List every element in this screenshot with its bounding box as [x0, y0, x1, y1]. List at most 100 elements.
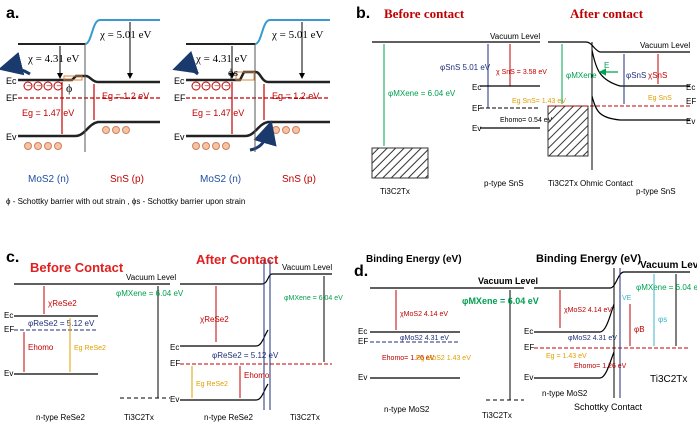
- panel-a: a. χ = 4.31 eV χ = 5.01 eV −−−− ϕ: [0, 5, 330, 206]
- svg-text:−: −: [46, 82, 52, 90]
- ef-label: EF: [524, 343, 534, 352]
- phi-mxene-label: φMXene = 6.04 eV: [284, 295, 343, 302]
- ev-band: [18, 120, 160, 138]
- eg-short: Eg = 1.43 eV: [546, 353, 587, 360]
- electron-flow-arrow: [0, 51, 31, 76]
- ntype-label-before: n-type ReSe2: [36, 413, 85, 422]
- ec-label: Ec: [472, 83, 481, 92]
- phi-s-label: ϕs: [228, 67, 238, 79]
- ev-label: Ev: [524, 373, 533, 382]
- ehomo-label: Ehomo= 1.26 eV: [382, 355, 435, 362]
- svg-text:−: −: [224, 82, 230, 90]
- phi-sns-short: φSnS: [626, 71, 646, 80]
- binding-label-right: Binding Energy (eV): [536, 253, 641, 265]
- electrons: [23, 81, 63, 91]
- ehomo-short: Ehomo= 1.26 eV: [574, 363, 627, 370]
- mxene-label-before: Ti3C2Tx: [482, 411, 512, 420]
- phi-mxene-short: φMXene: [566, 71, 597, 80]
- ec-label: Ec: [174, 76, 185, 86]
- ev-label: Ev: [472, 124, 481, 133]
- ptype-label-after: p-type SnS: [636, 187, 676, 196]
- chi-sns-short: χSnS: [648, 71, 667, 80]
- phi-mxene-label: φMXene = 6.04 eV: [388, 89, 456, 98]
- ev-band: [180, 383, 269, 401]
- svg-text:−: −: [204, 82, 210, 90]
- ec-label: Ec: [170, 343, 179, 352]
- chi-left-label: χ = 4.31 eV: [27, 53, 79, 65]
- chi-rese2-label: χReSe2: [48, 299, 77, 308]
- panel-d: d. Binding Energy (eV) Binding Energy (e…: [354, 253, 697, 420]
- ev-band: [186, 120, 330, 138]
- mxene-block-after: [547, 105, 589, 157]
- ec-label: Ec: [686, 83, 695, 92]
- phi-s-label: φs: [658, 315, 667, 324]
- panel-a-caption: ϕ - Schottky barrier with out strain , ϕ…: [6, 197, 245, 206]
- phi-mos2-label: φMoS2 4.31 eV: [400, 335, 449, 342]
- mxene-label-after: Ti3C2Tx: [290, 413, 320, 422]
- vacuum-label-before: Vacuum Level: [478, 276, 538, 286]
- mxene-block-before: [371, 147, 429, 179]
- ve-label: VE: [622, 295, 632, 302]
- ev-label: Ev: [358, 373, 367, 382]
- mxene-label-after: Ti3C2Tx: [650, 374, 687, 385]
- ntype-label-after: n-type ReSe2: [204, 413, 253, 422]
- ptype-label-before: p-type SnS: [484, 179, 524, 188]
- ehomo-label: Ehomo= 0.54 eV: [500, 117, 553, 124]
- electron-flow-arrow: [172, 50, 199, 76]
- binding-label-left: Binding Energy (eV): [366, 254, 462, 265]
- ef-label: EF: [174, 93, 186, 103]
- eg-sns-label: Eg = 1.2 eV: [102, 91, 149, 101]
- vacuum-label-before: Vacuum Level: [126, 273, 176, 282]
- eg-mos2-label: Eg MoS2 1.43 eV: [416, 355, 471, 362]
- svg-text:−: −: [194, 82, 200, 90]
- sns-label: SnS (p): [282, 174, 316, 185]
- panel-a-tag: a.: [6, 5, 19, 22]
- ntype-label-after: n-type MoS2: [542, 389, 588, 398]
- mxene-label-before: Ti3C2Tx: [124, 413, 154, 422]
- panel-a-right-diagram: χ = 4.31 eV χ = 5.01 eV −−−− ϕs Eg = 1.2…: [172, 19, 330, 185]
- panel-c-title-after: After Contact: [196, 252, 279, 267]
- chi-right-label: χ = 5.01 eV: [99, 29, 151, 41]
- panel-b-title-before: Before contact: [384, 6, 465, 21]
- vacuum-line-right: [84, 19, 160, 45]
- vacuum-label-after: Vacuum Level: [282, 263, 332, 272]
- panel-a-left-diagram: χ = 4.31 eV χ = 5.01 eV −−−− ϕ Eg = 1.2 …: [0, 19, 160, 185]
- holes: [24, 126, 130, 150]
- eg-mos2-label: Eg = 1.47 eV: [192, 108, 244, 118]
- ev-band-after: [591, 95, 690, 121]
- panel-b: b. Before contact After contact Vacuum L…: [356, 5, 696, 196]
- field-label: E: [604, 61, 609, 70]
- ec-label: Ec: [524, 327, 533, 336]
- ef-label: EF: [4, 325, 14, 334]
- eg-sns-label: Eg = 1.2 eV: [272, 91, 319, 101]
- svg-text:−: −: [26, 82, 32, 90]
- chi-mos2-label: χMoS2 4.14 eV: [564, 307, 612, 314]
- hole-flow-arrow: [249, 120, 277, 152]
- svg-text:−: −: [56, 82, 62, 90]
- ehomo-label: Ehomo: [28, 343, 54, 352]
- phi-label: ϕ: [66, 81, 72, 95]
- ev-label: Ev: [170, 395, 179, 404]
- ec-band: [180, 329, 269, 347]
- panel-c-title-before: Before Contact: [30, 260, 124, 275]
- ec-label: Ec: [6, 76, 17, 86]
- ev-label: Ev: [174, 132, 185, 142]
- panel-c-tag: c.: [6, 249, 19, 266]
- panel-b-title-after: After contact: [570, 6, 644, 21]
- mos2-label: MoS2 (n): [200, 174, 241, 185]
- phi-b-label: φB: [634, 325, 645, 334]
- vacuum-line-right: [254, 19, 330, 45]
- ec-band: [186, 70, 330, 84]
- mxene-label-before: Ti3C2Tx: [380, 187, 410, 196]
- panel-c: c. Before Contact After Contact Vacuum L…: [4, 249, 343, 422]
- svg-text:−: −: [36, 82, 42, 90]
- phi-rese2-label: φReSe2 = 5.12 eV: [212, 351, 279, 360]
- eg-sns-label: Eg SnS= 1.43 eV: [512, 98, 566, 105]
- phi-barrier-box: [63, 75, 83, 81]
- vacuum-label-before: Vacuum Level: [490, 32, 540, 41]
- ehomo-label: Ehomo: [244, 371, 270, 380]
- chi-left-label: χ = 4.31 eV: [195, 53, 247, 65]
- ef-label: EF: [170, 359, 180, 368]
- ec-band: [534, 303, 615, 333]
